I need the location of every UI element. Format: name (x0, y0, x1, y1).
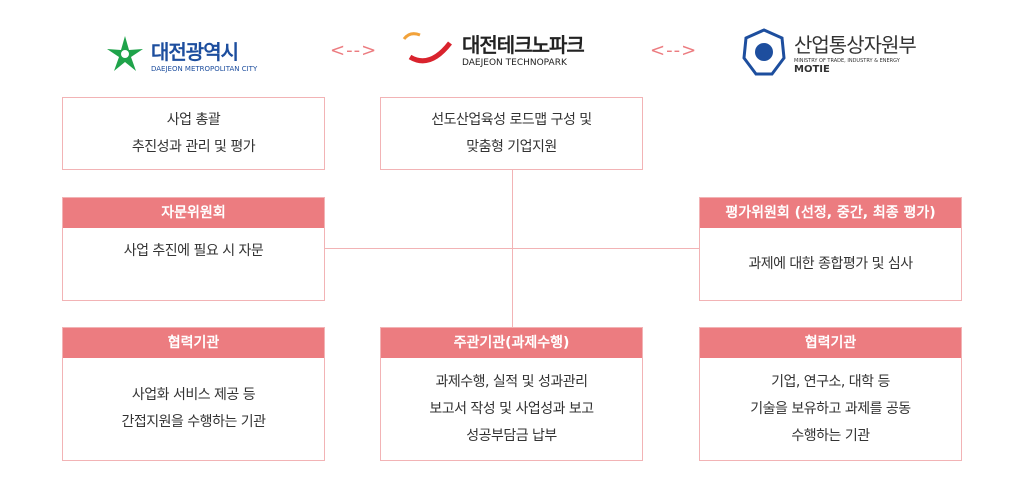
box-title: 주관기관(과제수행) (381, 328, 642, 358)
box-text: 수행하는 기관 (791, 427, 870, 444)
technopark-swoosh-icon (402, 32, 452, 64)
box-text: 보고서 작성 및 사업성과 보고 (429, 400, 594, 417)
box-text: 과제에 대한 종합평가 및 심사 (748, 255, 913, 272)
box-text: 맞춤형 기업지원 (466, 138, 557, 155)
box-title: 협력기관 (63, 328, 324, 358)
link-arrow-left: <--> (330, 40, 378, 61)
box-text: 과제수행, 실적 및 성과관리 (435, 373, 588, 390)
advisory-committee-box: 자문위원회 사업 추진에 필요 시 자문 (62, 197, 325, 301)
box-title: 자문위원회 (63, 198, 324, 228)
box-text: 기업, 연구소, 대학 등 (771, 373, 890, 390)
daejeon-logo-kr: 대전광역시 (151, 39, 239, 64)
box-text: 간접지원을 수행하는 기관 (121, 414, 266, 430)
box-title: 협력기관 (700, 328, 961, 358)
motie-logo-kr: 산업통상자원부 (794, 33, 917, 57)
box-text: 선도산업육성 로드맵 구성 및 (431, 111, 592, 128)
box-text: 사업 총괄 (166, 111, 221, 128)
motie-logo-abbr: MOTIE (794, 64, 830, 75)
motie-logo-en: MINISTRY OF TRADE, INDUSTRY & ENERGY (794, 58, 900, 64)
connector-horizontal (324, 248, 699, 249)
box-text: 사업 추진에 필요 시 자문 (123, 243, 264, 259)
box-title: 평가위원회 (선정, 중간, 최종 평가) (700, 198, 961, 228)
daejeon-logo-en: DAEJEON METROPOLITAN CITY (151, 64, 258, 73)
link-arrow-right: <--> (650, 40, 698, 61)
box-text: 기술을 보유하고 과제를 공동 (750, 400, 911, 417)
box-text: 사업화 서비스 제공 등 (131, 387, 256, 403)
technopark-logo-en: DAEJEON TECHNOPARK (462, 57, 567, 68)
daejeon-star-icon (107, 36, 143, 71)
motie-logo: 산업통상자원부 MINISTRY OF TRADE, INDUSTRY & EN… (742, 28, 917, 76)
box-text: 추진성과 관리 및 평가 (131, 138, 256, 155)
evaluation-committee-box: 평가위원회 (선정, 중간, 최종 평가) 과제에 대한 종합평가 및 심사 (699, 197, 962, 301)
technopark-logo: 대전테크노파크 DAEJEON TECHNOPARK (400, 27, 620, 69)
technopark-logo-kr: 대전테크노파크 (462, 32, 585, 57)
box-text: 성공부담금 납부 (466, 427, 557, 444)
motie-emblem-icon (742, 28, 786, 76)
daejeon-city-logo: 대전광역시 DAEJEON METROPOLITAN CITY (105, 34, 257, 74)
